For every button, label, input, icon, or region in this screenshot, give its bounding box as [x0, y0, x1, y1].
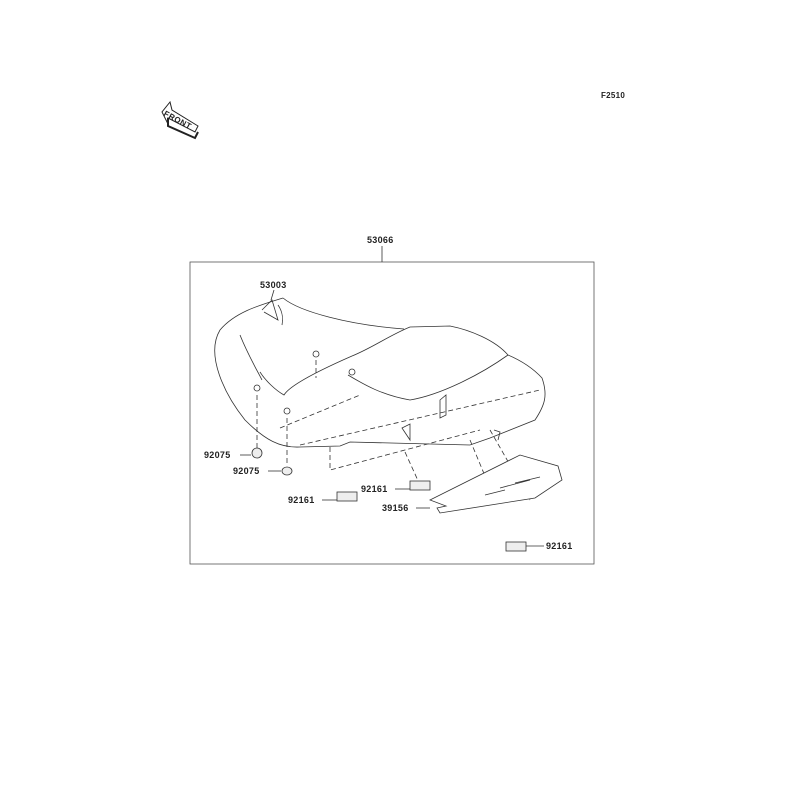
part-label-53066[interactable]: 53066 — [367, 235, 394, 245]
damper-icon — [409, 480, 431, 491]
tray-drawing — [429, 454, 563, 514]
nut-icon — [251, 447, 263, 459]
part-label-53003[interactable]: 53003 — [260, 280, 287, 290]
assembly-frame — [189, 261, 595, 565]
nut-icon — [281, 466, 293, 476]
part-label-92075[interactable]: 92075 — [204, 450, 231, 460]
seat-drawing — [214, 297, 546, 501]
part-label-92075[interactable]: 92075 — [233, 466, 260, 476]
damper-icon — [336, 491, 358, 502]
figure-code: F2510 — [601, 91, 626, 100]
part-label-39156[interactable]: 39156 — [382, 503, 409, 513]
front-arrow-icon — [161, 100, 199, 140]
part-label-92161[interactable]: 92161 — [288, 495, 315, 505]
part-label-92161[interactable]: 92161 — [361, 484, 388, 494]
damper-icon — [505, 541, 527, 552]
part-label-92161[interactable]: 92161 — [546, 541, 573, 551]
